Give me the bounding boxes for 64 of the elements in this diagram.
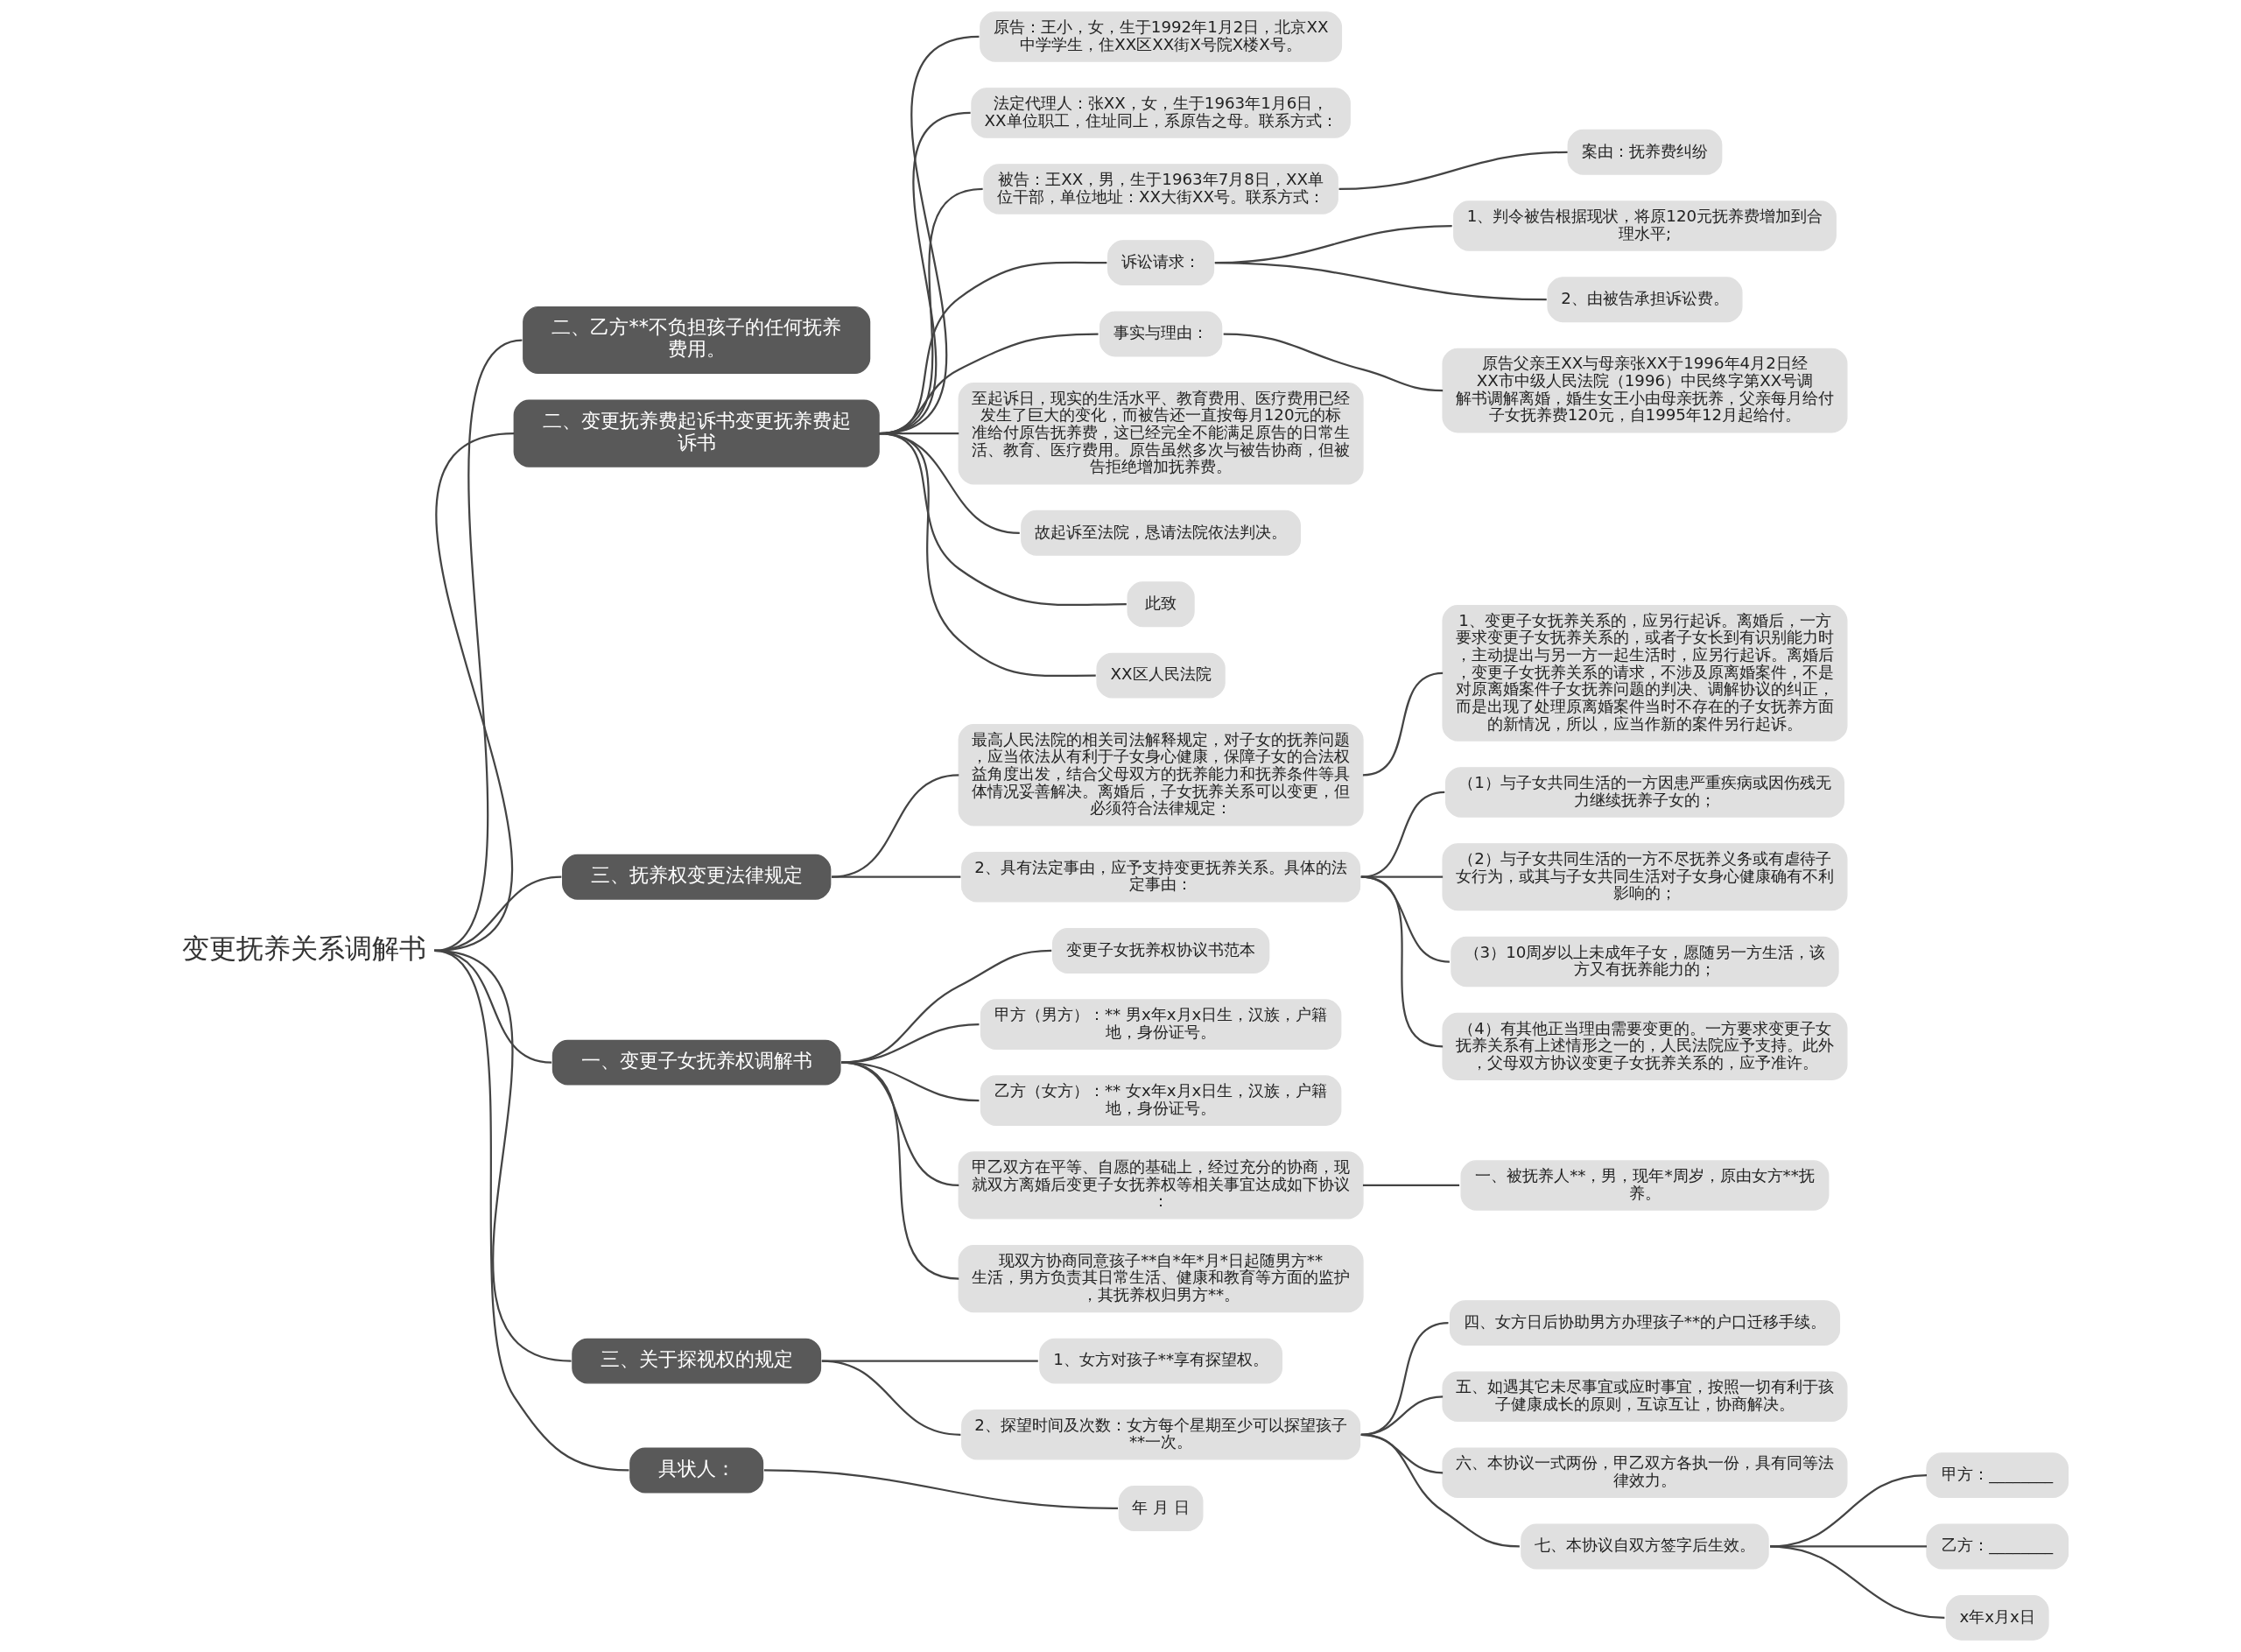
node-box: 甲方（男方）：** 男x年x月x日生，汉族，户籍地，身份证号。	[980, 999, 1341, 1050]
node-box: 四、女方日后协助男方办理孩子**的户口迁移手续。	[1449, 1300, 1840, 1346]
connector	[831, 774, 959, 878]
connector	[1362, 1184, 1459, 1187]
node-box: 法定代理人：张XX，女，生于1963年1月6日，XX单位职工，住址同上，系原告之母。联系方式：	[970, 88, 1351, 138]
node-box: 二、变更抚养费起诉书变更抚养费起诉书	[513, 399, 880, 467]
connector	[1360, 791, 1444, 878]
node-box: 诉讼请求：	[1106, 240, 1214, 286]
node-box: XX区人民法院	[1095, 652, 1226, 699]
node-box: 现双方协商同意孩子**自*年*月*日起随男方**生活，男方负责其日常生活、健康和教育等方面的监护，其抚养权归男方**。	[958, 1245, 1364, 1313]
connector	[821, 1360, 960, 1436]
node-box: 2、具有法定事由，应予支持变更抚养关系。具体的法定事由：	[960, 851, 1360, 903]
node-box: 七、本协议自双方签字后生效。	[1520, 1523, 1769, 1570]
connector	[433, 949, 629, 1472]
connector	[433, 432, 515, 953]
node-box: 事实与理由：	[1099, 311, 1222, 357]
node-box: 一、被抚养人**，男，现年*周岁，原由女方**抚养。	[1460, 1160, 1829, 1211]
node-box: 1、变更子女抚养关系的，应另行起诉。离婚后，一方要求变更子女抚养关系的，或者子女长到有识别能力时，主动提出与另一方一起生活时，应另行起诉。离婚后，变更子女抚养关系的请求，不涉及原离婚案件，不是对原离婚案件子女抚养问题的判决、调解协议的纠正，而是出现了处理原离婚案件当时不存在的子女抚养方面的新情况，所以，应当作新的案件另行起诉。	[1441, 604, 1847, 742]
connector	[878, 432, 1096, 678]
connector	[840, 1023, 979, 1064]
connector	[1769, 1545, 1944, 1619]
node-box: （4）有其他正当理由需要变更的。一方要求变更子女抚养关系有上述情形之一的，人民法院应予支持。此外，父母双方协议变更子女抚养关系的，应予准许。	[1441, 1012, 1847, 1080]
node-box: （1）与子女共同生活的一方因患严重疾病或因伤残无力继续抚养子女的；	[1444, 767, 1844, 818]
connector	[831, 875, 960, 878]
connector	[1360, 875, 1443, 1048]
connector	[433, 339, 523, 952]
node-box: 2、由被告承担诉讼费。	[1546, 277, 1743, 323]
node-box: 案由：抚养费纠纷	[1567, 129, 1722, 175]
node-box: 1、判令被告根据现状，将原120元抚养费增加到合理水平;	[1452, 200, 1837, 251]
node-box: 二、乙方**不负担孩子的任何抚养费用。	[522, 306, 870, 375]
node-box: 1、女方对孩子**享有探望权。	[1038, 1338, 1282, 1384]
connector	[763, 1469, 1118, 1510]
node-box: 被告：王XX，男，生于1963年7月8日，XX单位干部，单位地址：XX大街XX号。联系方式：	[982, 164, 1338, 214]
node-box: 乙方：________	[1925, 1523, 2069, 1570]
connector	[1214, 262, 1547, 301]
connector	[840, 949, 1051, 1064]
connector	[1362, 671, 1443, 777]
node-box: 年 月 日	[1118, 1486, 1203, 1531]
node-box: 三、抚养权变更法律规定	[561, 854, 831, 900]
connector	[1360, 1433, 1520, 1548]
node-box: （2）与子女共同生活的一方不尽抚养义务或有虐待子女行为，或其与子女共同生活对子女身心健康确有不利影响的；	[1441, 843, 1847, 911]
node-box: x年x月x日	[1945, 1594, 2049, 1641]
node-box: 变更子女抚养权协议书范本	[1051, 927, 1269, 974]
node-box: 2、探望时间及次数：女方每个星期至少可以探望孩子**一次。	[960, 1409, 1360, 1460]
node-box: 一、变更子女抚养权调解书	[551, 1039, 841, 1086]
node-text: 变更抚养关系调解书	[181, 931, 426, 964]
node-box: 具状人：	[629, 1447, 763, 1494]
node-box: 甲方：________	[1925, 1452, 2069, 1499]
node-box: 此致	[1127, 581, 1195, 628]
node-box: 六、本协议一式两份，甲乙双方各执一份，具有同等法律效力。	[1441, 1447, 1847, 1499]
connector	[840, 1061, 959, 1280]
node-box: 故起诉至法院，恳请法院依法判决。	[1020, 510, 1301, 556]
node-box: 甲乙双方在平等、自愿的基础上，经过充分的协商，现就双方离婚后变更子女抚养权等相关事宜达成如下协议：	[958, 1151, 1364, 1220]
node-box: 原告：王小，女，生于1992年1月2日，北京XX中学学生，住XX区XX街X号院X楼X号。	[979, 11, 1342, 62]
connector	[821, 1360, 1038, 1362]
node-box: 三、关于探视权的规定	[571, 1338, 821, 1384]
node-box: 乙方（女方）：** 女x年x月x日生，汉族，户籍地，身份证号。	[980, 1075, 1341, 1126]
node-box: 至起诉日，现实的生活水平、教育费用、医疗费用已经发生了巨大的变化，而被告还一直按每月120元的标准给付原告抚养费，这已经完全不能满足原告的日常生活、教育、医疗费用。原告虽然多次与被告协商，但被告拒绝增加抚养费。	[958, 382, 1364, 485]
node-box: 五、如遇其它未尽事宜或应时事宜，按照一切有利于孩子健康成长的原则，互谅互让，协商解决。	[1441, 1371, 1847, 1423]
connector	[1338, 151, 1568, 191]
connector	[1223, 333, 1443, 392]
node-box: 原告父亲王XX与母亲张XX于1996年4月2日经XX市中级人民法院（1996）中民终字第XX号调解书调解离婚，婚生女王小由母亲抚养，父亲每月给付子女抚养费120元，自1995年12月起给付。	[1441, 348, 1847, 433]
node-box: （3）10周岁以上未成年子女，愿随另一方生活，该方又有抚养能力的；	[1450, 936, 1839, 988]
node-box: 最高人民法院的相关司法解释规定，对子女的抚养问题，应当依法从有利于子女身心健康，保障子女的合法权益角度出发，结合父母双方的抚养能力和抚养条件等具体情况妥善解决。离婚后，子女抚养关系可以变更，但必须符合法律规定：	[958, 724, 1364, 826]
